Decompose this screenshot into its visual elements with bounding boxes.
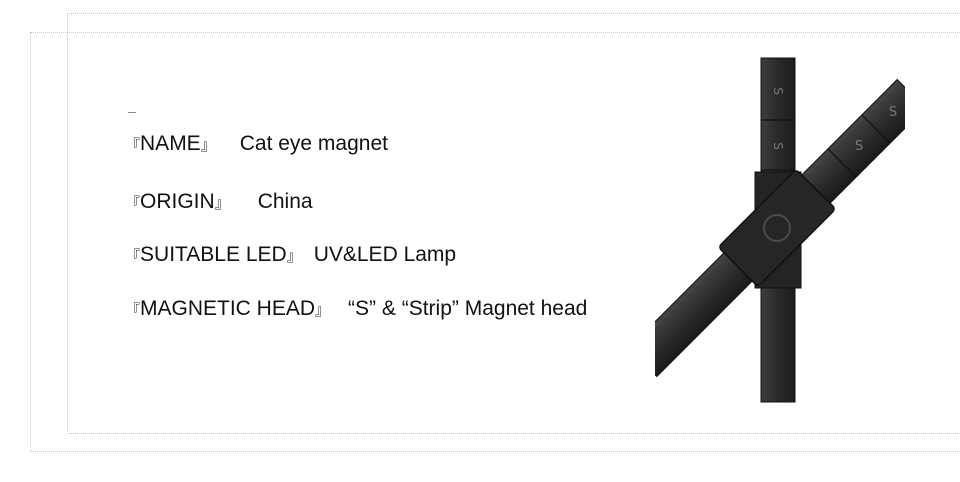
close-bracket: 』 (214, 194, 230, 212)
spec-label: MAGNETIC HEAD (140, 297, 316, 320)
spec-value: UV&LED Lamp (313, 243, 457, 266)
spec-value: “S” & “Strip” Magnet head (348, 297, 588, 320)
spec-row-origin: 『ORIGIN』 China (125, 189, 313, 216)
spec-label: NAME (140, 132, 201, 155)
outer-dotted-frame (30, 32, 960, 452)
open-bracket: 『 (125, 136, 141, 154)
small-dash-mark (128, 112, 136, 113)
spec-value: Cat eye magnet (239, 132, 388, 155)
spec-row-suitable-led: 『SUITABLE LED』 UV&LED Lamp (125, 242, 456, 269)
spec-label: ORIGIN (140, 190, 215, 213)
open-bracket: 『 (125, 194, 141, 212)
svg-text:S: S (889, 105, 897, 120)
svg-text:S: S (771, 142, 785, 150)
svg-text:S: S (855, 139, 863, 154)
svg-text:S: S (771, 87, 785, 95)
close-bracket: 』 (200, 136, 216, 154)
cat-eye-magnet-image: S S S S (655, 57, 905, 403)
spec-row-magnetic-head: 『MAGNETIC HEAD』 “S” & “Strip” Magnet head (125, 296, 587, 323)
open-bracket: 『 (125, 247, 141, 265)
close-bracket: 』 (286, 247, 302, 265)
spec-row-name: 『NAME』 Cat eye magnet (125, 131, 388, 158)
spec-value: China (257, 190, 313, 213)
inner-dotted-frame (67, 13, 960, 434)
diagonal-magnet-bar: S S (655, 78, 905, 378)
close-bracket: 』 (315, 301, 331, 319)
spec-label: SUITABLE LED (140, 243, 287, 266)
open-bracket: 『 (125, 301, 141, 319)
